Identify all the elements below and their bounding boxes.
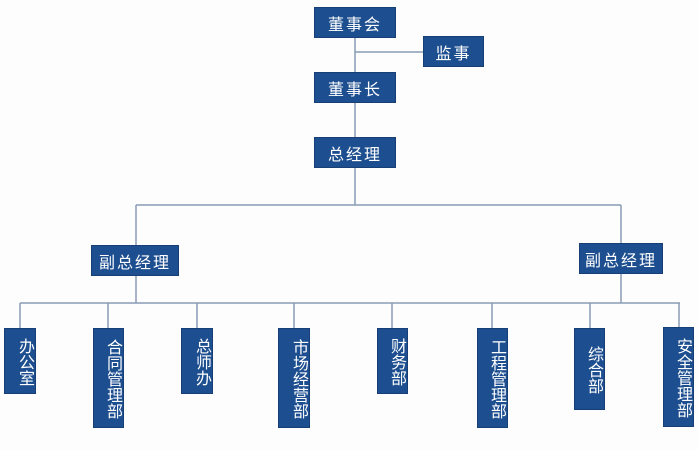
dept-finance: 财务部 bbox=[377, 328, 408, 394]
node-general-manager: 总经理 bbox=[314, 137, 396, 168]
node-vice-gm-left: 副总经理 bbox=[91, 245, 179, 276]
dept-safety-management: 安全管理部 bbox=[663, 327, 694, 427]
node-chairman: 董事长 bbox=[314, 72, 396, 103]
dept-office: 办公室 bbox=[4, 328, 36, 394]
node-supervisor: 监事 bbox=[423, 36, 484, 67]
dept-market-operations: 市场经营部 bbox=[278, 328, 310, 428]
node-board: 董事会 bbox=[314, 7, 396, 38]
dept-general-affairs: 综合部 bbox=[574, 328, 605, 410]
node-vice-gm-right: 副总经理 bbox=[579, 243, 663, 274]
dept-contract-management: 合同管理部 bbox=[93, 328, 124, 428]
dept-chief-engineer-office: 总师办 bbox=[181, 328, 213, 394]
dept-engineering-management: 工程管理部 bbox=[477, 328, 508, 428]
